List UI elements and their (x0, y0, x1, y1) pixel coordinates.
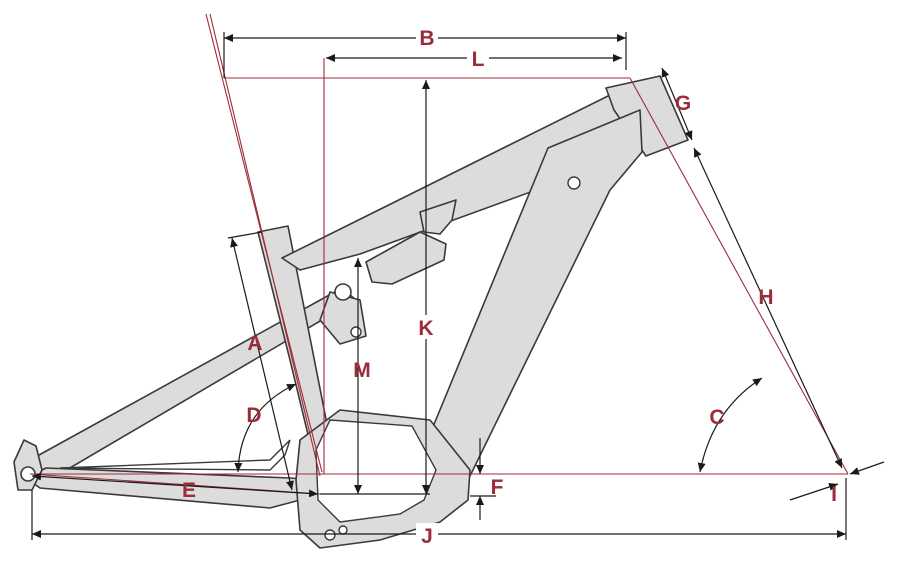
dim-e (31, 472, 319, 498)
label-j: J (421, 525, 433, 548)
label-i: I (831, 483, 837, 506)
dim-g (661, 67, 693, 141)
label-a: A (247, 332, 262, 355)
label-k: K (418, 317, 433, 340)
label-f: F (491, 476, 504, 499)
dim-i-right (849, 461, 885, 475)
label-e: E (182, 479, 196, 502)
label-b: B (419, 27, 434, 50)
label-g: G (675, 92, 691, 115)
dim-h (693, 147, 843, 469)
label-h: H (758, 286, 773, 309)
label-l: L (472, 48, 485, 71)
label-m: M (353, 359, 371, 382)
bike-frame (13, 75, 689, 549)
line-steering-axis (629, 77, 849, 475)
dim-c (697, 377, 763, 473)
label-d: D (246, 404, 261, 427)
dimension-labels: B L G H K A M D C E F I J (182, 25, 837, 548)
dim-i-left (789, 483, 839, 501)
line-seat-angle (209, 13, 321, 477)
label-c: C (709, 406, 724, 429)
dim-d (234, 383, 297, 473)
